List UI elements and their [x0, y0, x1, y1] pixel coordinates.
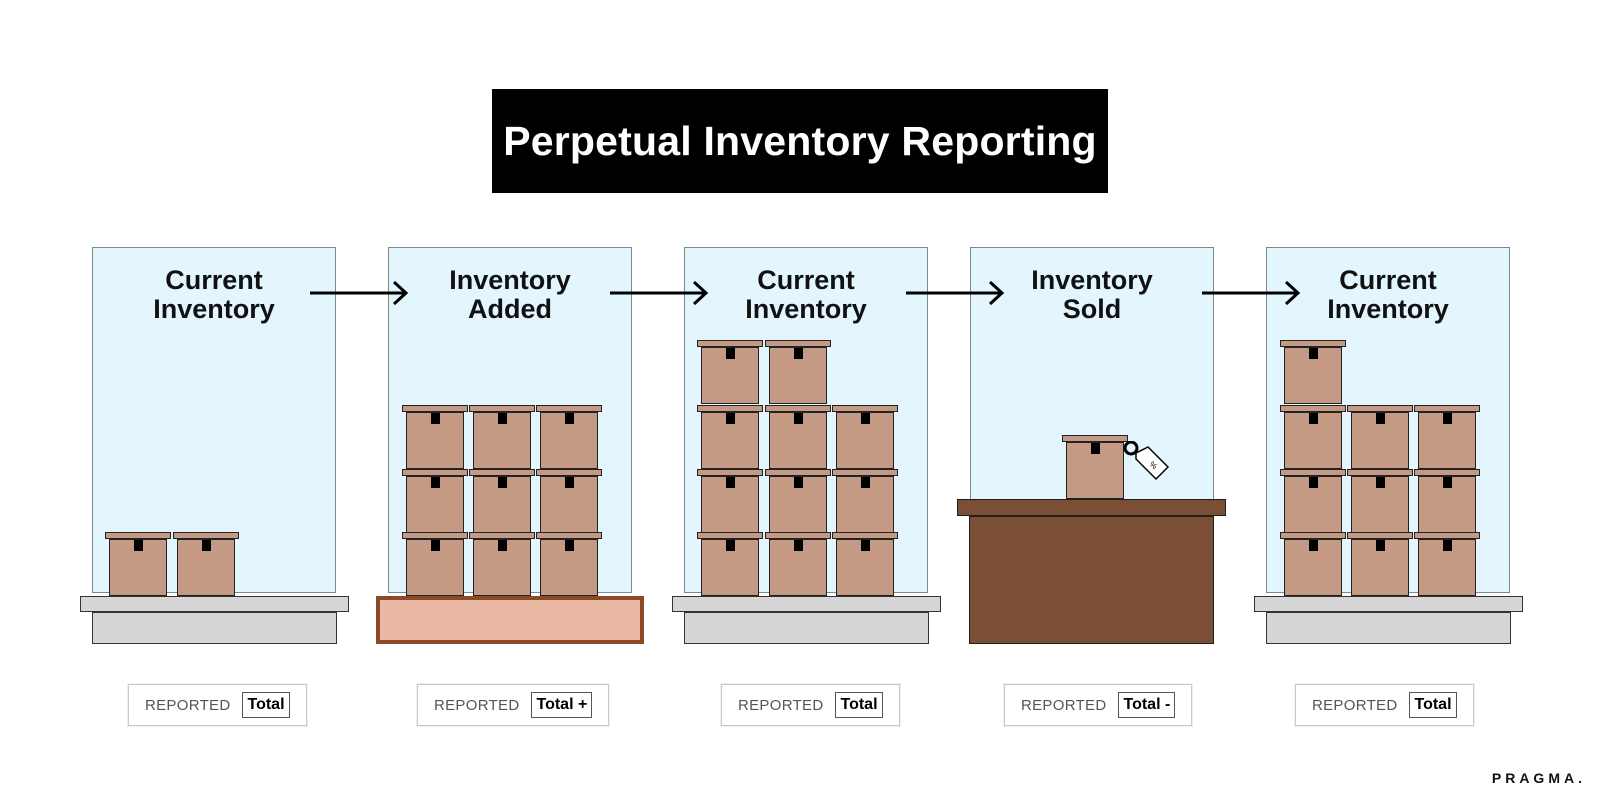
inventory-box [832, 469, 898, 533]
inventory-box [1414, 405, 1480, 469]
inventory-box [402, 469, 468, 533]
inventory-box [1347, 469, 1413, 533]
inventory-box [536, 469, 602, 533]
inventory-box [1414, 532, 1480, 596]
inventory-box [765, 469, 831, 533]
inventory-box [105, 532, 171, 596]
shelf-base [92, 612, 337, 644]
inventory-box [697, 532, 763, 596]
inventory-box [765, 405, 831, 469]
arrow-right-icon [1202, 280, 1301, 306]
inventory-box [832, 532, 898, 596]
inventory-box [469, 405, 535, 469]
stage-4-report: REPORTED Total - [1004, 684, 1193, 726]
report-value: Total [242, 692, 290, 718]
stage-3-report: REPORTED Total [721, 684, 900, 726]
inventory-box [1280, 469, 1346, 533]
inventory-box [832, 405, 898, 469]
price-tag-icon: % [1123, 441, 1170, 481]
report-label: REPORTED [1021, 696, 1107, 714]
report-value: Total - [1118, 692, 1176, 718]
arrow-right-icon [310, 280, 409, 306]
stage-1-report: REPORTED Total [128, 684, 307, 726]
inventory-box [1347, 532, 1413, 596]
inventory-box [402, 532, 468, 596]
sales-counter-top [957, 499, 1226, 516]
pallet [376, 596, 644, 644]
arrow-right-icon [610, 280, 709, 306]
stage-2-report: REPORTED Total + [417, 684, 610, 726]
brand-logo: PRAGMA. [1491, 770, 1586, 786]
report-label: REPORTED [145, 696, 231, 714]
sold-box [1062, 435, 1128, 499]
inventory-box [402, 405, 468, 469]
inventory-box [765, 532, 831, 596]
inventory-box [1280, 405, 1346, 469]
title-banner: Perpetual Inventory Reporting [492, 89, 1108, 193]
inventory-box [1347, 405, 1413, 469]
shelf-top [672, 596, 941, 612]
inventory-box [697, 469, 763, 533]
inventory-box [697, 405, 763, 469]
shelf-top [1254, 596, 1523, 612]
report-value: Total [835, 692, 883, 718]
inventory-box [697, 340, 763, 404]
report-value: Total [1409, 692, 1457, 718]
inventory-box [173, 532, 239, 596]
report-label: REPORTED [1312, 696, 1398, 714]
inventory-box [765, 340, 831, 404]
inventory-box [536, 405, 602, 469]
inventory-box [469, 469, 535, 533]
inventory-box [1414, 469, 1480, 533]
stage-5-report: REPORTED Total [1295, 684, 1474, 726]
report-label: REPORTED [738, 696, 824, 714]
sales-counter [969, 516, 1214, 644]
report-label: REPORTED [434, 696, 520, 714]
shelf-base [684, 612, 929, 644]
inventory-box [536, 532, 602, 596]
page-title: Perpetual Inventory Reporting [503, 117, 1097, 164]
arrow-right-icon [906, 280, 1005, 306]
shelf-top [80, 596, 349, 612]
inventory-box [1280, 340, 1346, 404]
report-value: Total + [531, 692, 593, 718]
svg-text:%: % [1148, 460, 1159, 471]
inventory-box [1280, 532, 1346, 596]
shelf-base [1266, 612, 1511, 644]
inventory-box [469, 532, 535, 596]
